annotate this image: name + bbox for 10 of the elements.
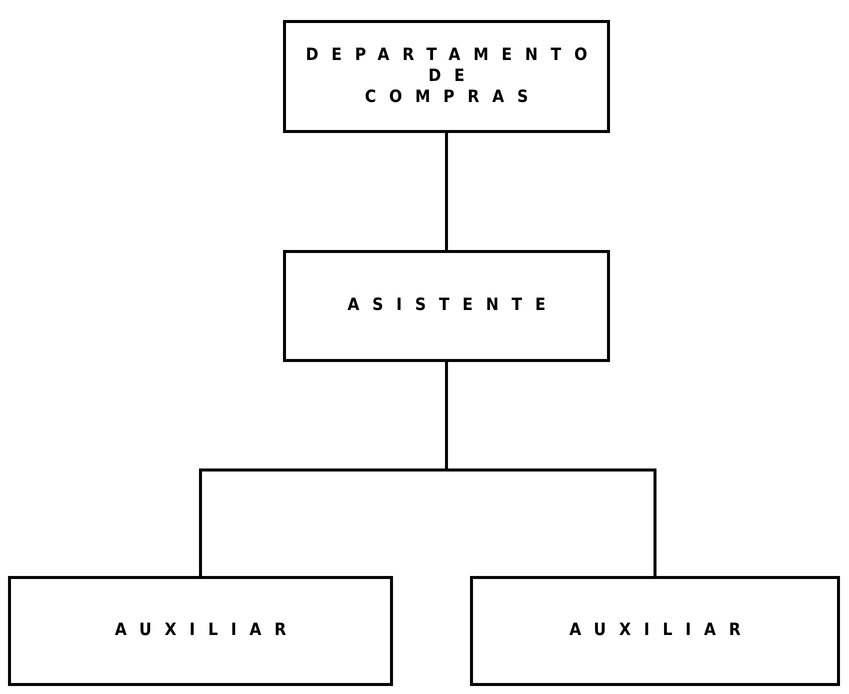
org-box xyxy=(283,20,610,133)
org-box xyxy=(8,576,393,686)
connector-line xyxy=(445,133,448,250)
org-box xyxy=(283,250,610,362)
org-box xyxy=(470,576,840,686)
box-label: ASISTENTE xyxy=(346,295,559,317)
box-label: AUXILIAR xyxy=(114,620,300,642)
connector-line xyxy=(445,362,656,576)
box-label: DEPARTAMENTO DE COMPRAS xyxy=(304,44,602,108)
box-label: AUXILIAR xyxy=(568,620,754,642)
